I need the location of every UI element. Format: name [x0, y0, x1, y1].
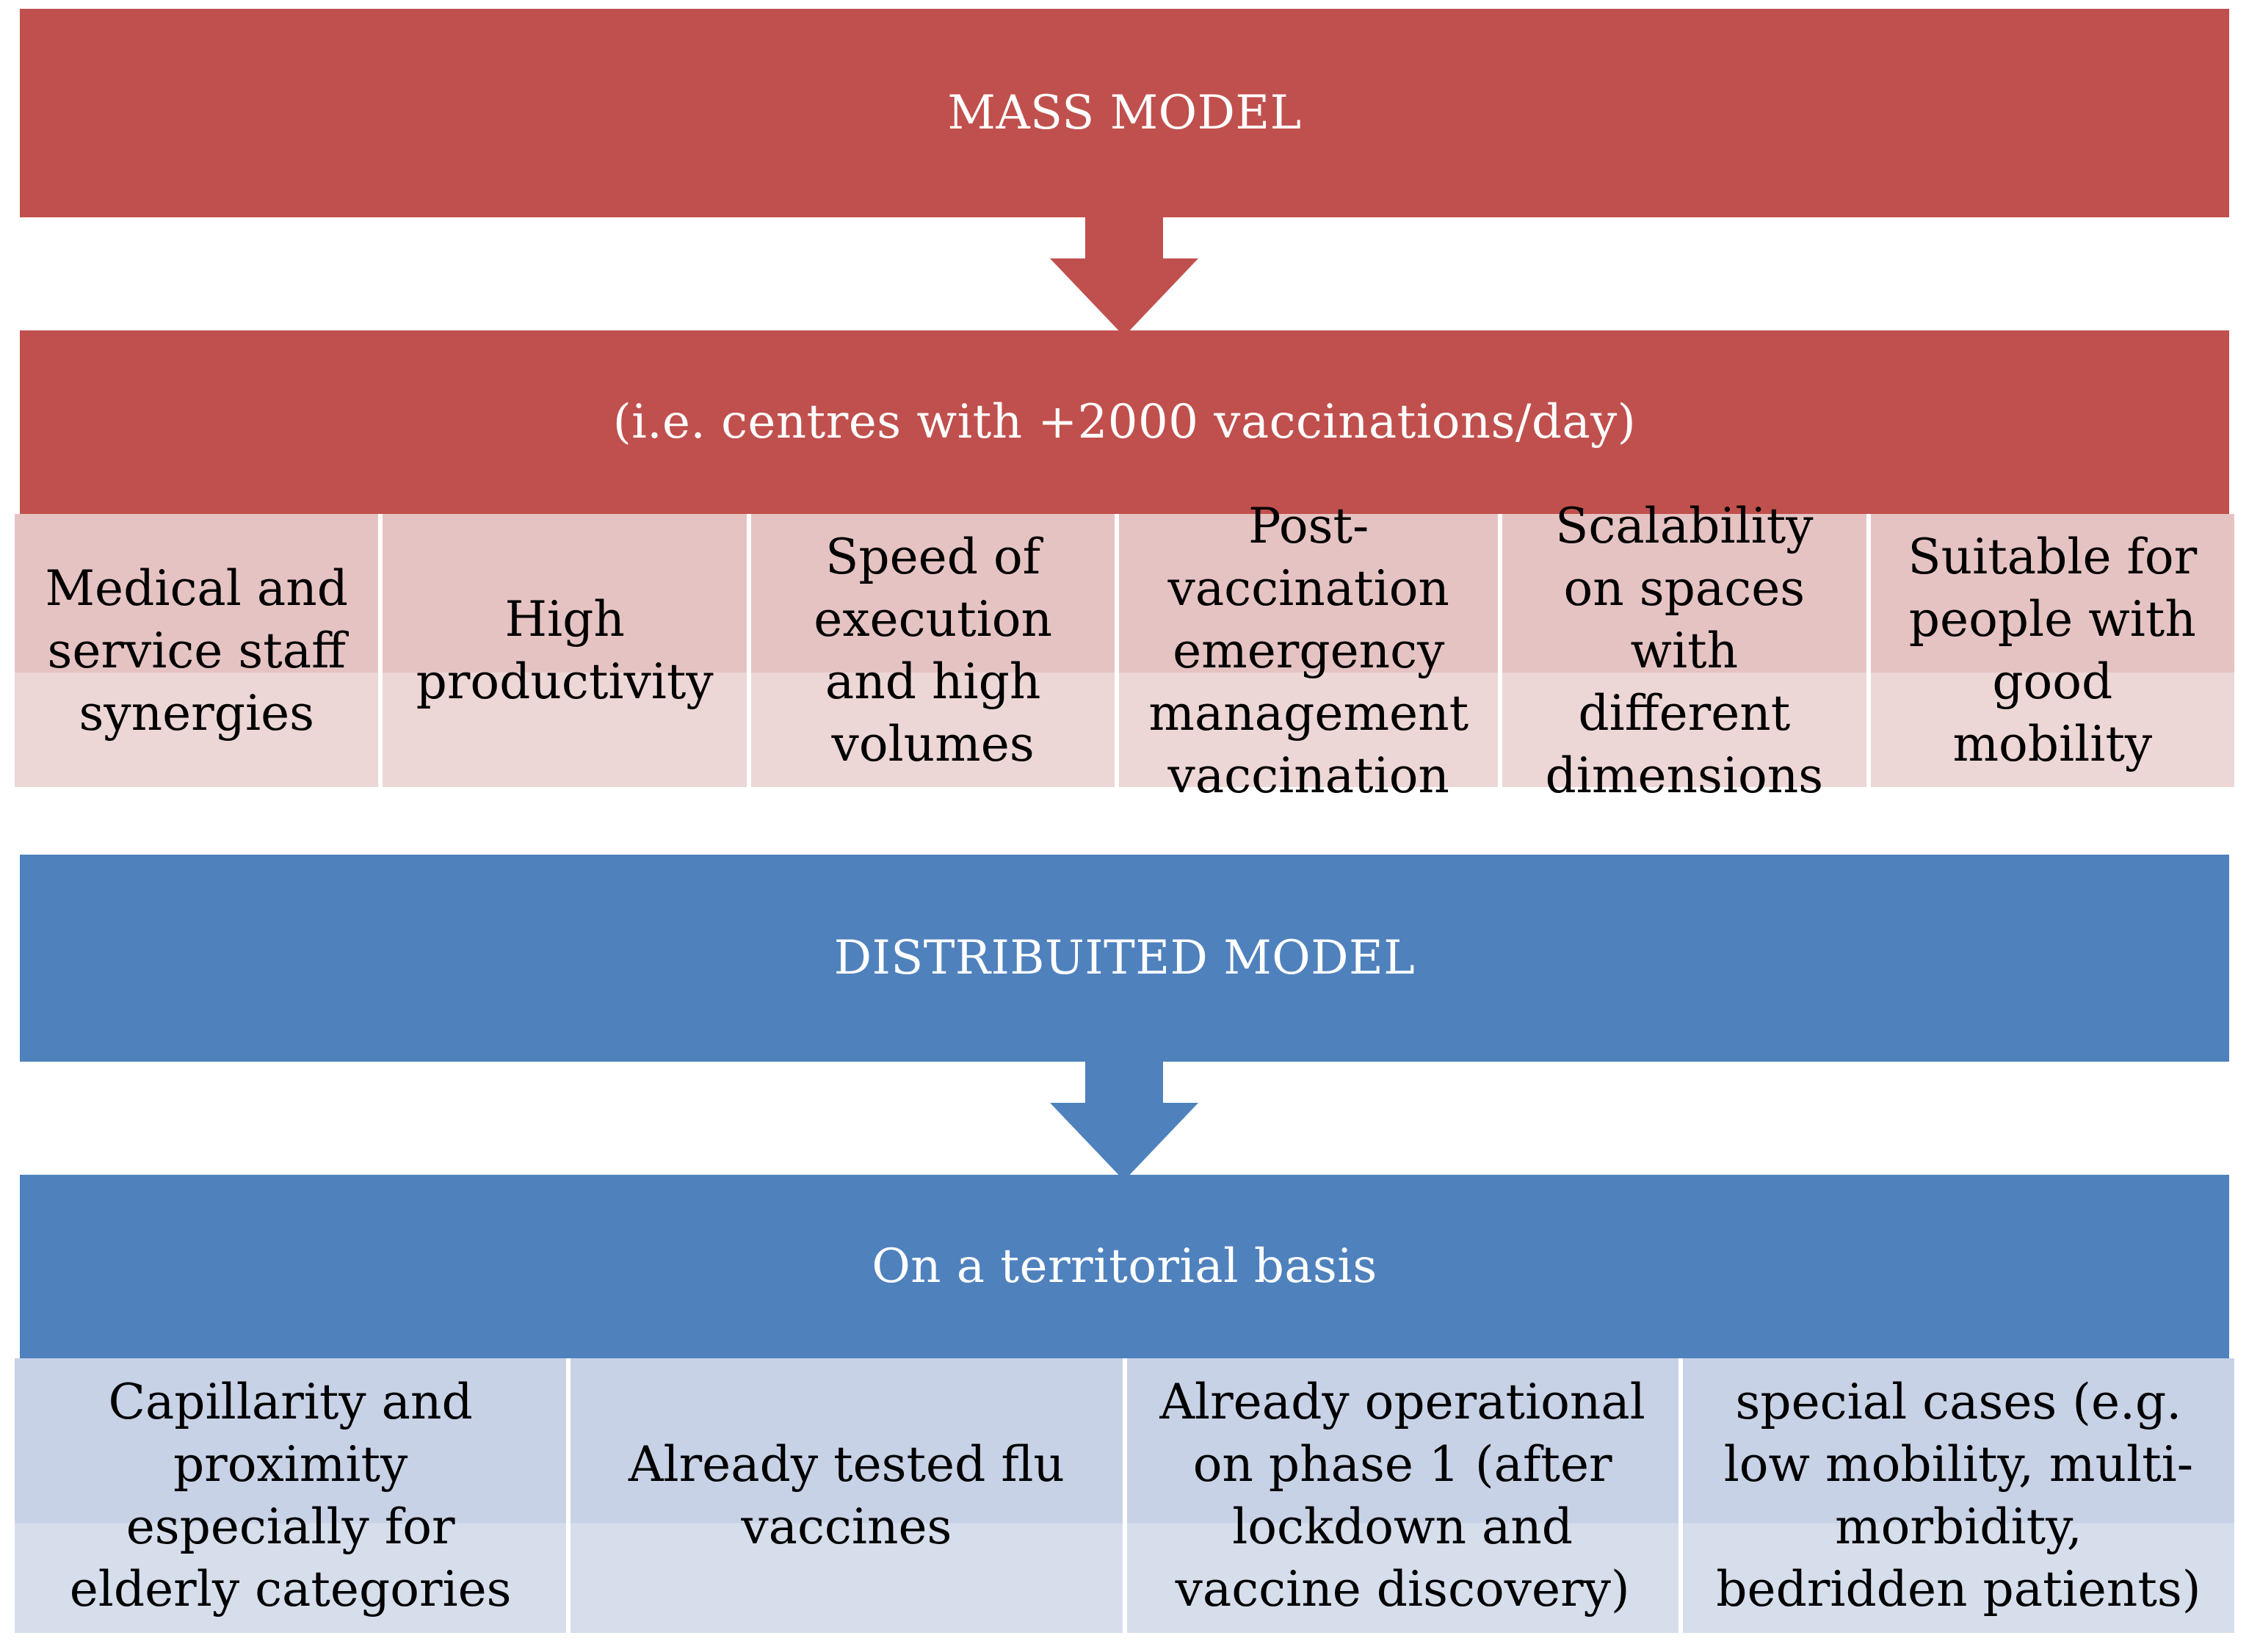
mass-feature-text: Post-vaccination emergency management va…: [1148, 497, 1469, 804]
mass-feature-cell: High productivity: [383, 514, 747, 787]
mass-model-subtitle: (i.e. centres with +2000 vaccinations/da…: [612, 395, 1637, 449]
mass-feature-text: High productivity: [416, 591, 714, 710]
distributed-feature-cell: Already operational on phase 1 (after lo…: [1126, 1358, 1678, 1633]
mass-feature-cell: Scalability on spaces with different dim…: [1502, 498, 1866, 804]
distributed-model-down-arrow-icon: [1047, 1062, 1201, 1182]
distributed-feature-text: Capillarity and proximity especially for…: [69, 1374, 512, 1617]
mass-feature-text: Scalability on spaces with different dim…: [1545, 497, 1824, 804]
mass-model-down-arrow-icon: [1047, 217, 1201, 338]
distributed-model-subtitle: On a territorial basis: [872, 1239, 1377, 1294]
mass-model-subtitle-bar: (i.e. centres with +2000 vaccinations/da…: [20, 330, 2229, 514]
mass-feature-text: Suitable for people with good mobility: [1908, 529, 2198, 772]
mass-model-title: MASS MODEL: [947, 86, 1302, 140]
mass-model-features: Medical and service staff synergies High…: [15, 498, 2235, 804]
distributed-feature-cell: Capillarity and proximity especially for…: [15, 1358, 567, 1633]
distributed-feature-text: Already tested flu vaccines: [628, 1436, 1065, 1555]
distributed-model-title: DISTRIBUITED MODEL: [833, 931, 1416, 985]
distributed-model-header: DISTRIBUITED MODEL: [20, 855, 2229, 1062]
distributed-feature-cell: Already tested flu vaccines: [571, 1358, 1123, 1633]
mass-feature-cell: Post-vaccination emergency management va…: [1119, 498, 1499, 804]
distributed-feature-text: Already operational on phase 1 (after lo…: [1159, 1374, 1645, 1617]
distributed-model-features: Capillarity and proximity especially for…: [15, 1358, 2234, 1633]
mass-feature-text: Medical and service staff synergies: [45, 559, 348, 742]
distributed-feature-cell: special cases (e.g. low mobility, multi-…: [1682, 1358, 2234, 1633]
mass-feature-cell: Suitable for people with good mobility: [1870, 514, 2235, 787]
mass-model-header: MASS MODEL: [20, 9, 2229, 217]
mass-feature-text: Speed of execution and high volumes: [814, 529, 1052, 772]
distributed-model-subtitle-bar: On a territorial basis: [20, 1175, 2229, 1358]
mass-feature-cell: Speed of execution and high volumes: [750, 514, 1115, 787]
mass-feature-cell: Medical and service staff synergies: [15, 514, 379, 787]
distributed-feature-text: special cases (e.g. low mobility, multi-…: [1716, 1374, 2201, 1617]
